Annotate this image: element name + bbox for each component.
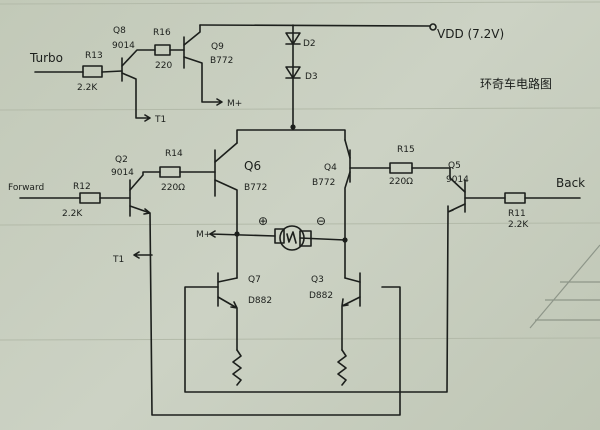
q7-part: D882 — [248, 296, 272, 306]
r15-label: R15 — [397, 145, 415, 155]
r13-label: R13 — [85, 51, 103, 61]
turbo-label: Turbo — [29, 51, 63, 65]
q3-label: Q3 — [311, 275, 324, 285]
r12-label: R12 — [73, 182, 91, 192]
r11-value: 2.2K — [508, 220, 529, 230]
ground-q7 — [232, 349, 242, 386]
background-pyramid-sketch — [529, 244, 600, 329]
r14-value: 220Ω — [161, 183, 185, 193]
diode-d2 — [285, 32, 301, 45]
d2-label: D2 — [303, 39, 316, 49]
vdd-terminal — [429, 23, 437, 31]
motor-plus-label: ⊕ — [258, 214, 268, 228]
q3-part: D882 — [309, 291, 333, 301]
resistor-r16 — [154, 44, 171, 56]
r13-value: 2.2K — [77, 83, 98, 93]
q4-label: Q4 — [324, 163, 337, 173]
t1-top-label: T1 — [154, 115, 166, 125]
r16-value: 220 — [155, 61, 172, 71]
labels: VDD (7.2V) 环奇车电路图 Turbo Forward Back T1 … — [8, 26, 585, 306]
forward-label: Forward — [8, 183, 44, 193]
q4-part: B772 — [312, 178, 335, 188]
vdd-label: VDD (7.2V) — [437, 27, 504, 41]
resistor-r14 — [159, 166, 181, 178]
q6-part: B772 — [244, 183, 267, 193]
m-plus-mid-label: M+ — [196, 230, 211, 240]
diagram-title: 环奇车电路图 — [480, 76, 552, 91]
q8-label: Q8 — [113, 26, 126, 36]
back-label: Back — [556, 176, 585, 190]
q6-label: Q6 — [244, 159, 261, 173]
q5-part: 9014 — [446, 175, 469, 185]
m-plus-top-label: M+ — [227, 99, 242, 109]
r12-value: 2.2K — [62, 209, 83, 219]
motor-minus-label: ⊖ — [316, 214, 326, 228]
q2-label: Q2 — [115, 155, 128, 165]
paper-rules — [0, 1, 600, 341]
t1-left-label: T1 — [112, 255, 124, 265]
motor-symbol — [274, 225, 312, 251]
resistor-r12 — [79, 192, 101, 204]
resistor-r13 — [82, 65, 103, 78]
r11-label: R11 — [508, 209, 526, 219]
wires — [19, 24, 581, 416]
r16-label: R16 — [153, 28, 171, 38]
r14-label: R14 — [165, 149, 183, 159]
q9-label: Q9 — [211, 42, 224, 52]
top-bridge-rail — [236, 129, 346, 144]
components — [79, 23, 526, 251]
resistor-r15 — [389, 162, 413, 174]
d3-label: D3 — [305, 72, 318, 82]
ground-q3 — [337, 349, 347, 386]
resistor-r11 — [504, 192, 526, 204]
diode-d3 — [285, 66, 301, 79]
q8-part: 9014 — [112, 41, 135, 51]
q5-label: Q5 — [448, 161, 461, 171]
q9-part: B772 — [210, 56, 233, 66]
q7-label: Q7 — [248, 275, 261, 285]
q2-part: 9014 — [111, 168, 134, 178]
r15-value: 220Ω — [389, 177, 413, 187]
vdd-rail — [199, 24, 431, 27]
